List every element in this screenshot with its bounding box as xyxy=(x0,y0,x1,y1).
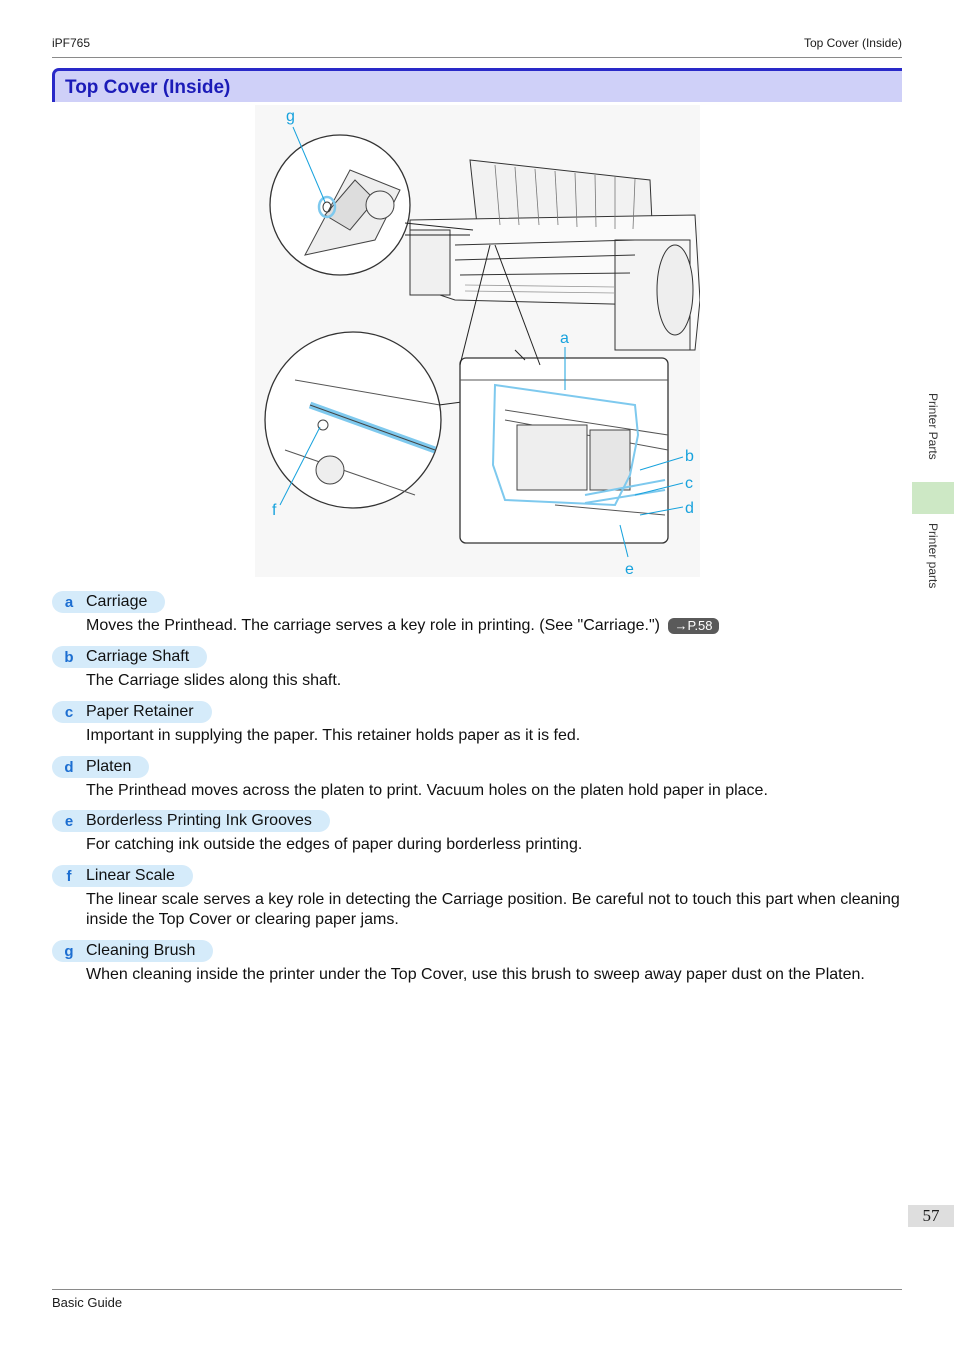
page-number: 57 xyxy=(908,1205,954,1227)
item-g-heading: g Cleaning Brush xyxy=(52,940,213,962)
header-divider xyxy=(52,57,902,58)
callout-b: b xyxy=(685,448,694,465)
item-c-description: Important in supplying the paper. This r… xyxy=(86,726,906,746)
callout-f: f xyxy=(272,502,277,519)
page-reference-link[interactable]: →P.58 xyxy=(668,618,718,634)
item-a-description: Moves the Printhead. The carriage serves… xyxy=(86,616,906,636)
printer-illustration: g a b c d e f xyxy=(255,105,700,577)
item-name: Carriage xyxy=(86,593,165,611)
item-name: Carriage Shaft xyxy=(86,648,207,666)
side-tab-active-marker xyxy=(912,482,954,514)
item-name: Borderless Printing Ink Grooves xyxy=(86,812,330,830)
item-desc-text: Moves the Printhead. The carriage serves… xyxy=(86,617,660,634)
item-b-heading: b Carriage Shaft xyxy=(52,646,207,668)
item-e-heading: e Borderless Printing Ink Grooves xyxy=(52,810,330,832)
item-letter: b xyxy=(52,649,86,666)
section-title: Top Cover (Inside) xyxy=(65,77,230,99)
item-letter: e xyxy=(52,813,86,830)
item-d-heading: d Platen xyxy=(52,756,149,778)
item-a-heading: a Carriage xyxy=(52,591,165,613)
header-section: Top Cover (Inside) xyxy=(804,36,902,50)
item-e-description: For catching ink outside the edges of pa… xyxy=(86,835,906,855)
item-b-description: The Carriage slides along this shaft. xyxy=(86,671,906,691)
item-letter: f xyxy=(52,868,86,885)
item-d-description: The Printhead moves across the platen to… xyxy=(86,781,906,801)
item-letter: d xyxy=(52,759,86,776)
callout-d: d xyxy=(685,500,694,517)
item-c-heading: c Paper Retainer xyxy=(52,701,212,723)
callout-e: e xyxy=(625,561,634,577)
item-f-heading: f Linear Scale xyxy=(52,865,193,887)
callout-a: a xyxy=(560,330,569,347)
item-name: Cleaning Brush xyxy=(86,942,213,960)
item-f-description: The linear scale serves a key role in de… xyxy=(86,890,906,930)
item-g-description: When cleaning inside the printer under t… xyxy=(86,965,906,985)
item-name: Paper Retainer xyxy=(86,703,212,721)
header-product: iPF765 xyxy=(52,36,90,50)
section-title-bar: Top Cover (Inside) xyxy=(52,68,902,102)
item-letter: c xyxy=(52,704,86,721)
footer-divider xyxy=(52,1289,902,1290)
side-tab-printer-parts[interactable]: Printer Parts xyxy=(926,393,940,460)
callout-g: g xyxy=(286,108,295,125)
footer-guide-name: Basic Guide xyxy=(52,1295,122,1310)
item-name: Platen xyxy=(86,758,149,776)
callout-c: c xyxy=(685,475,693,492)
item-letter: a xyxy=(52,594,86,611)
item-name: Linear Scale xyxy=(86,867,193,885)
item-letter: g xyxy=(52,943,86,960)
side-tab-printer-parts-sub[interactable]: Printer parts xyxy=(926,523,940,588)
